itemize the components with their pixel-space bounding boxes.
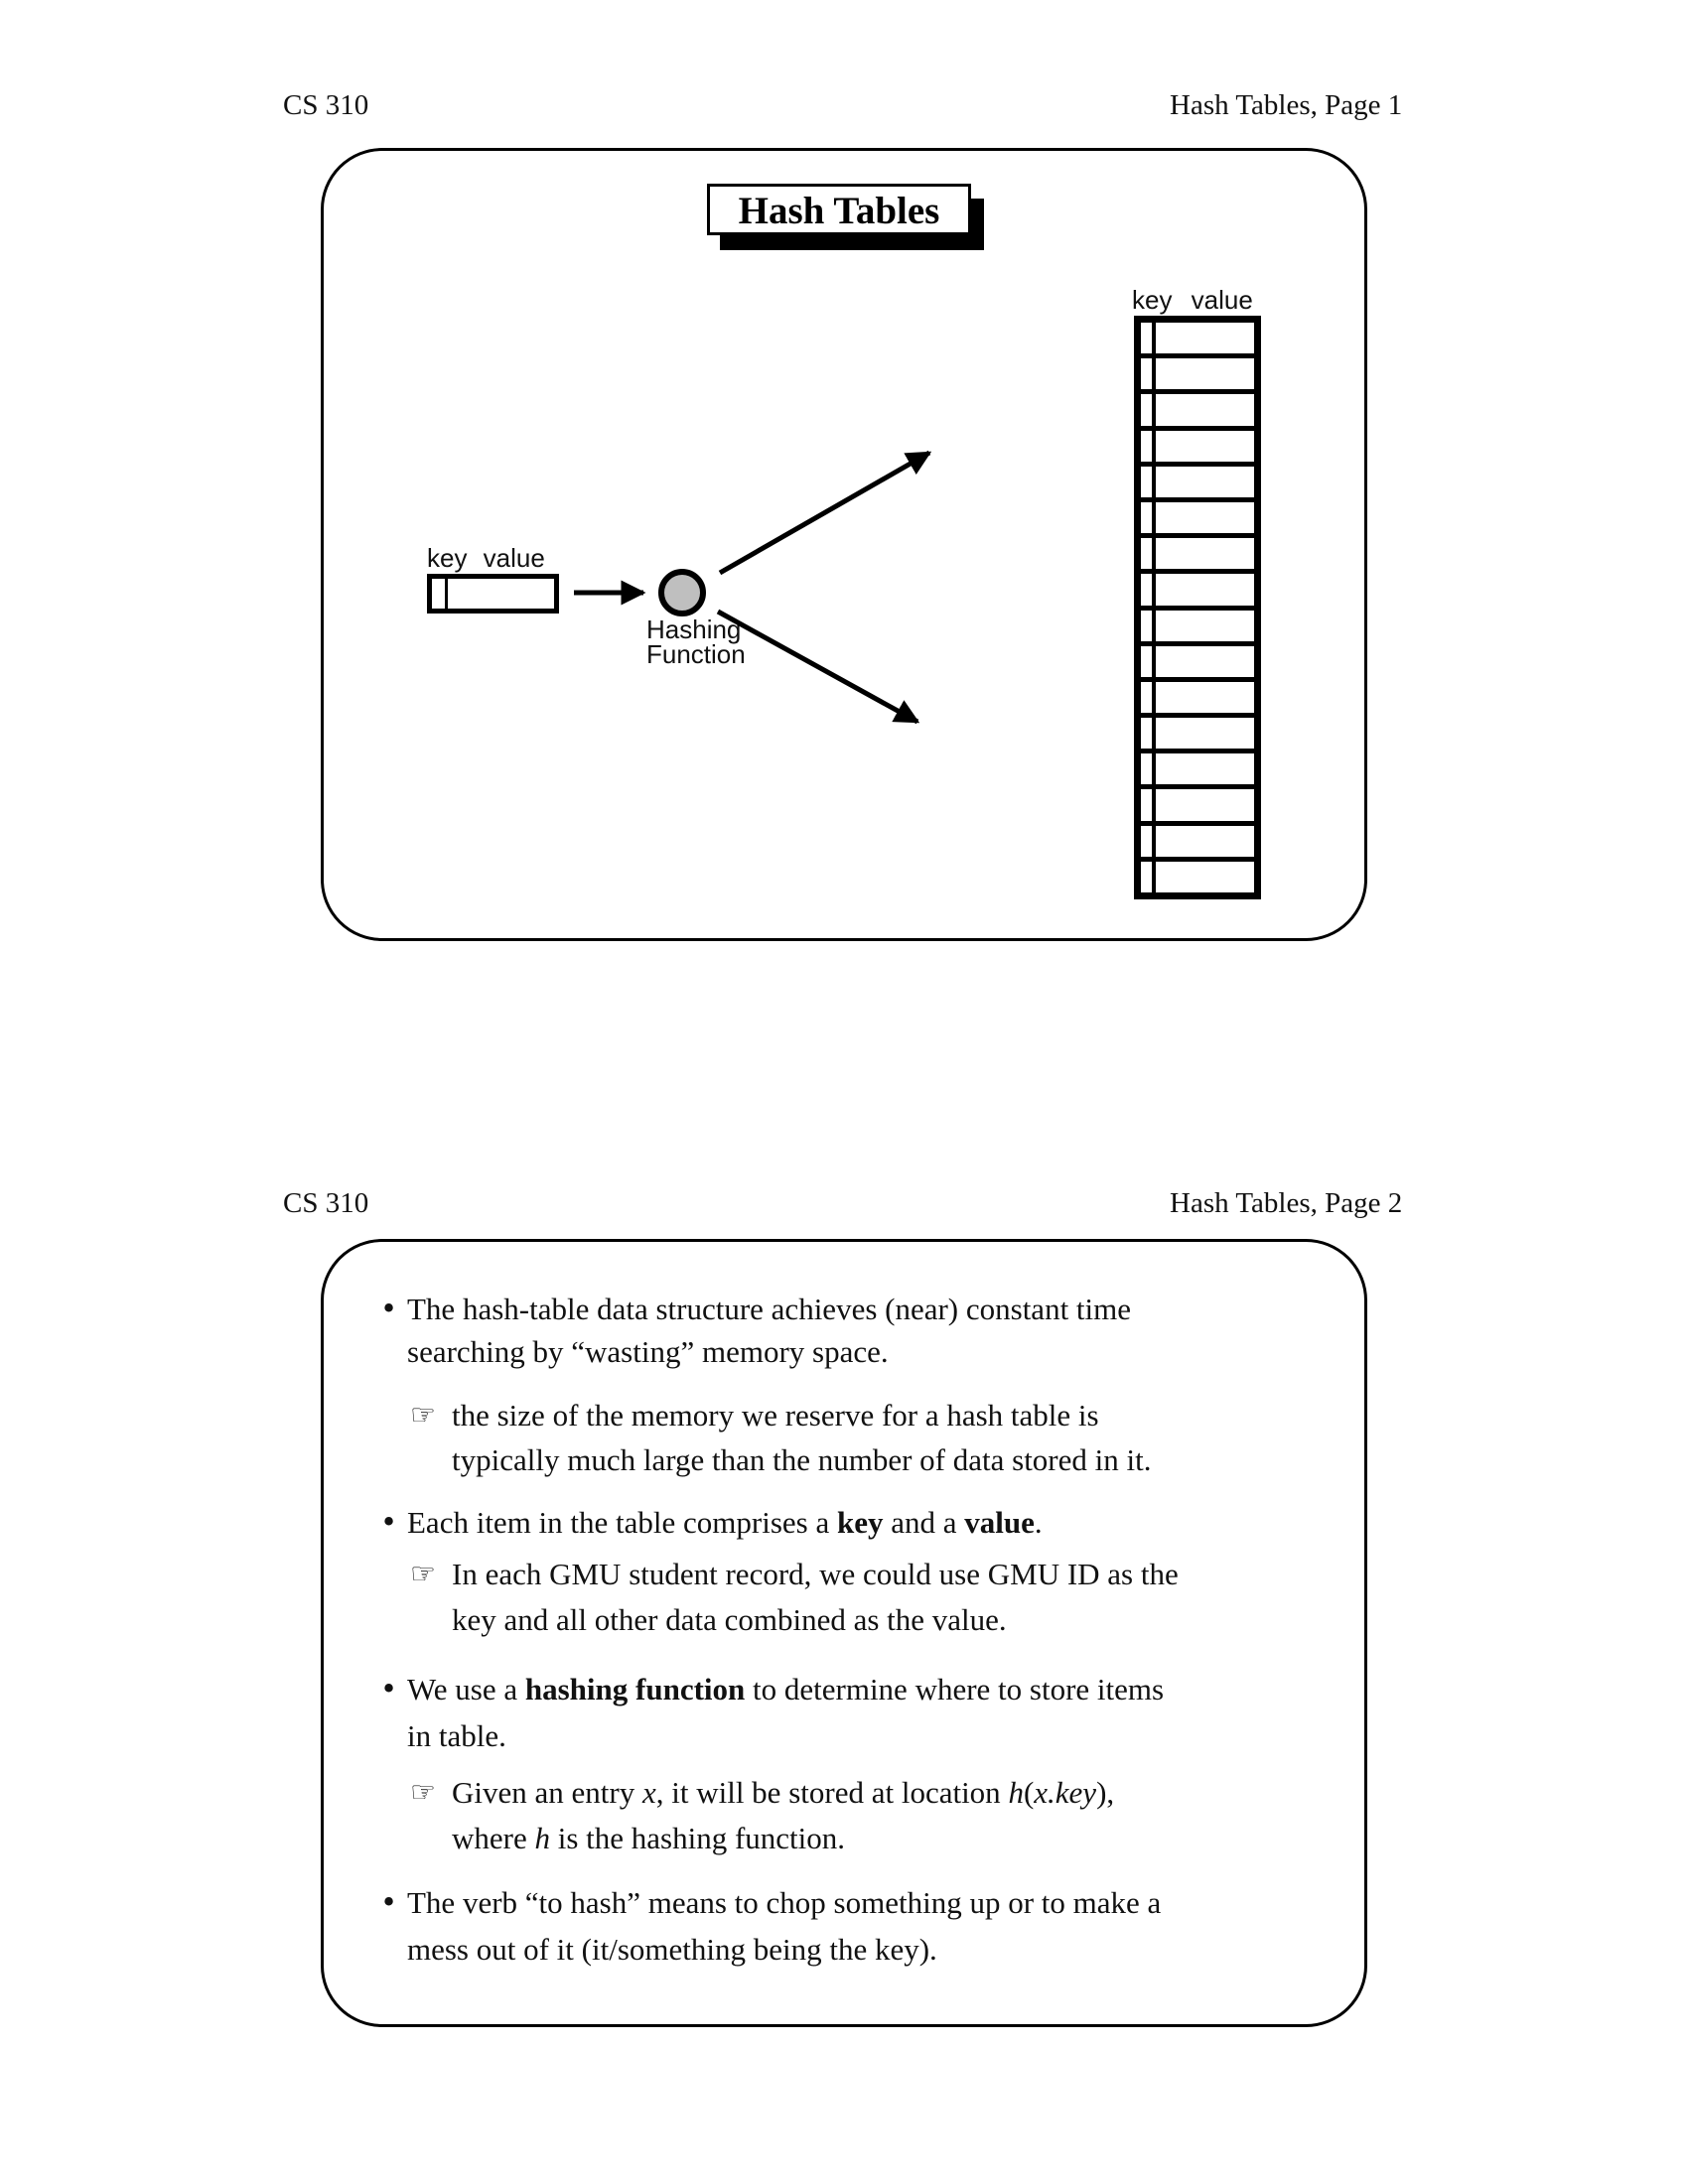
hash-table-row [1141,789,1254,826]
hash-table-row [1141,646,1254,682]
bullet3-line2: in table. [407,1718,506,1753]
text-segment-bold: hashing function [524,1672,746,1706]
text-segment: is the hashing function. [549,1821,846,1855]
bullet-icon: • [380,1672,398,1706]
hash-table-row [1141,431,1254,467]
page2-header-course: CS 310 [283,1187,369,1219]
hash-table-row [1141,323,1254,359]
text-segment-italic: h [1008,1775,1024,1810]
text-segment: ), [1096,1775,1115,1810]
slide2-frame [321,1239,1367,2027]
hash-table-row [1141,611,1254,646]
text-segment: ( [1023,1775,1035,1810]
text-segment: and a [883,1505,965,1540]
bullet1-line1: The hash-table data structure achieves (… [407,1292,1132,1326]
bullet2-line1: Each item in the table comprises a key a… [407,1505,1043,1541]
hash-table-row [1141,502,1254,539]
text-segment-italic: x.key [1034,1775,1097,1810]
hashing-function-circle [658,569,706,616]
bullet-icon: • [380,1885,398,1919]
hash-table-row [1141,682,1254,719]
subbullet3-line1: Given an entry x, it will be stored at l… [452,1775,1114,1811]
page1-header-title: Hash Tables, Page 1 [1170,89,1403,121]
pointer-hand-icon: ☞ [410,1557,436,1590]
subbullet2-line2: key and all other data combined as the v… [452,1602,1007,1637]
subbullet3-line2: where h is the hashing function. [452,1821,845,1856]
hash-table-row [1141,718,1254,754]
hash-table-label: key value [1132,285,1253,315]
text-segment: . [1034,1505,1043,1540]
bullet3-line1: We use a hashing function to determine w… [407,1672,1164,1707]
hashing-function-label: Hashing Function [646,616,746,669]
page1-header-course: CS 310 [283,89,369,121]
input-record-label: key value [427,543,545,573]
hashing-function-label-line2: Function [646,639,746,669]
hash-table-row [1141,467,1254,502]
bullet-icon: • [380,1505,398,1539]
text-segment-italic: h [534,1821,550,1855]
slide1-title-box: Hash Tables [707,184,971,235]
bullet-icon: • [380,1292,398,1325]
hash-table-key-column-divider [1152,323,1156,892]
text-segment: to determine where to store items [745,1672,1165,1706]
hash-table-row [1141,826,1254,862]
hash-table-row [1141,358,1254,395]
hash-table-row [1141,394,1254,431]
input-record-box [427,574,559,614]
text-segment-bold: value [964,1505,1035,1540]
text-segment: We use a [407,1672,525,1706]
slide1-title: Hash Tables [738,190,940,232]
page2-header-title: Hash Tables, Page 2 [1170,1187,1403,1219]
subbullet1-line1: the size of the memory we reserve for a … [452,1398,1099,1433]
text-segment-italic: x [641,1775,656,1810]
text-segment: Given an entry [452,1775,642,1810]
bullet4-line1: The verb “to hash” means to chop somethi… [407,1885,1162,1920]
text-segment: , it will be stored at location [655,1775,1009,1810]
subbullet1-line2: typically much large than the number of … [452,1442,1152,1477]
text-segment-bold: key [837,1505,884,1540]
hash-table [1134,316,1261,899]
bullet4-line2: mess out of it (it/something being the k… [407,1932,937,1967]
text-segment: where [452,1821,535,1855]
subbullet2-line1: In each GMU student record, we could use… [452,1557,1179,1591]
hash-table-rows [1141,323,1254,892]
input-record-key-cell [432,579,448,609]
hash-table-row [1141,538,1254,575]
hash-table-row [1141,862,1254,892]
pointer-hand-icon: ☞ [410,1775,436,1809]
bullet1-line2: searching by “wasting” memory space. [407,1334,889,1369]
pointer-hand-icon: ☞ [410,1398,436,1432]
text-segment: Each item in the table comprises a [407,1505,837,1540]
hash-table-row [1141,574,1254,611]
hash-table-row [1141,753,1254,790]
